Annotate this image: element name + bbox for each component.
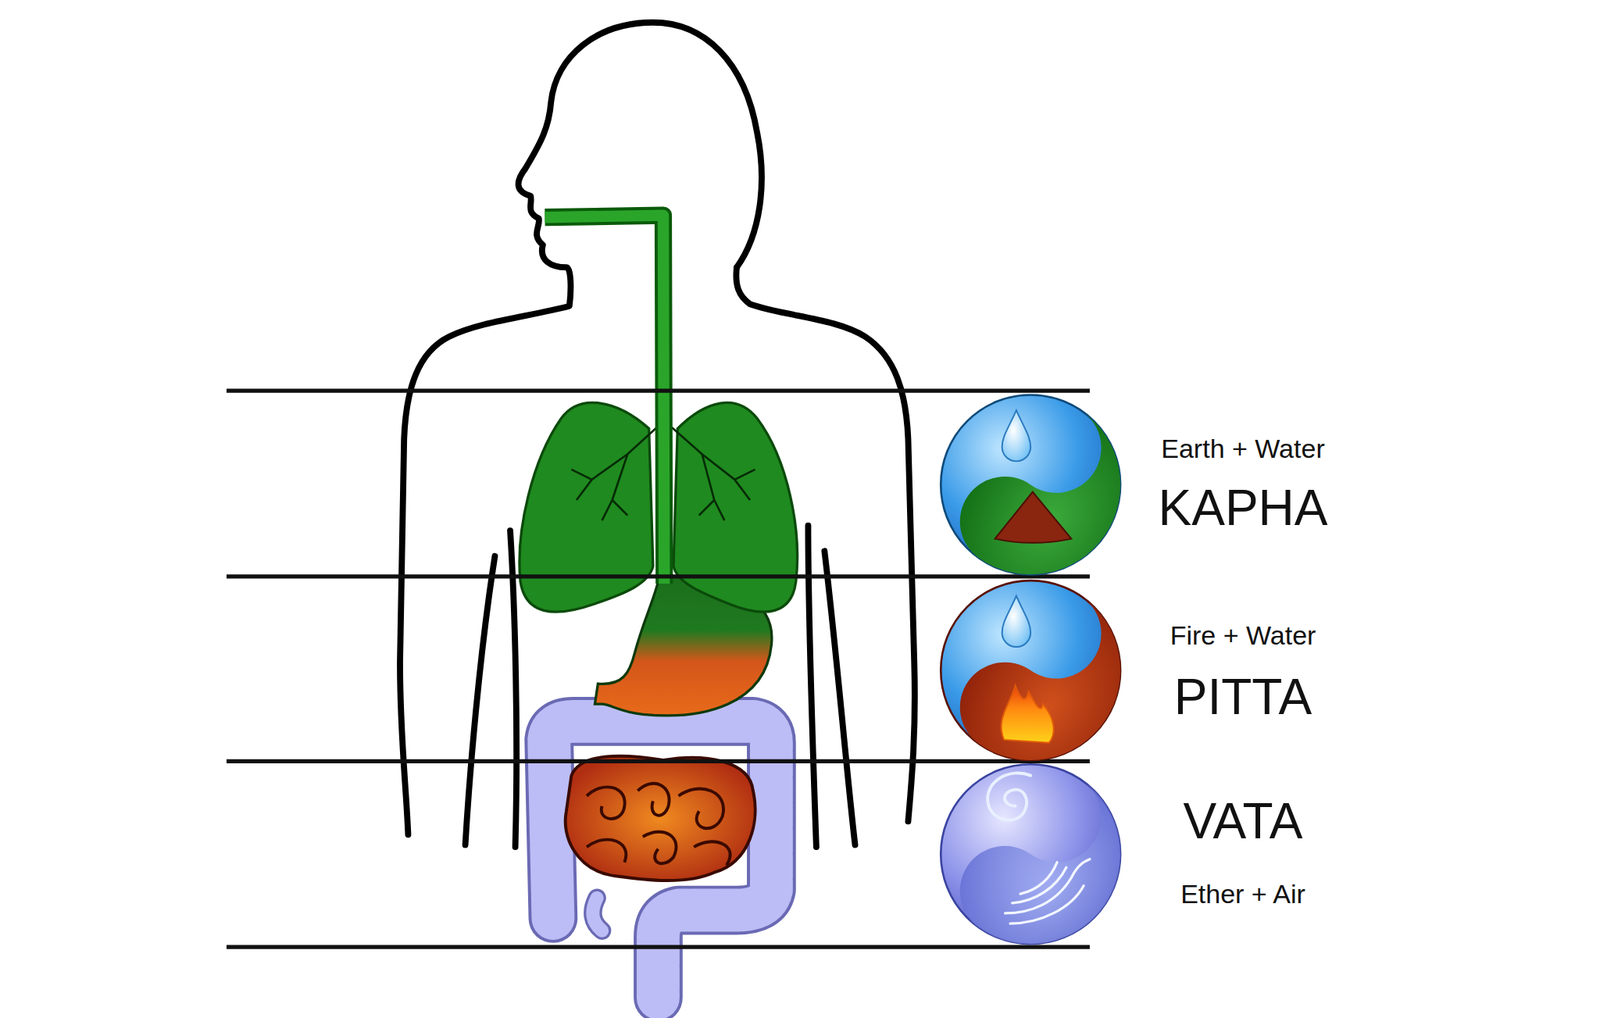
pitta-icon [940, 571, 1156, 796]
illustration-shape [586, 786, 625, 819]
illustration-shape [807, 525, 816, 847]
illustration-shape [226, 389, 1090, 393]
element-pair: Fire + Water [1170, 621, 1317, 650]
small-intestine [565, 756, 756, 881]
illustration-shape [1005, 859, 1090, 924]
illustration-shape [592, 897, 603, 931]
illustration-shape [544, 215, 665, 585]
illustration-shape [678, 789, 725, 829]
illustration-shape [544, 215, 665, 585]
dosha-name: PITTA [1174, 669, 1313, 725]
element-pair: Earth + Water [1160, 434, 1325, 464]
illustration-shape [942, 571, 1156, 796]
airway-tube [544, 215, 665, 585]
illustration-shape [586, 783, 731, 866]
illustration-shape [1005, 859, 1090, 914]
illustration-shape [226, 574, 1090, 579]
dosha-group: VATA Ether + Air [937, 764, 1407, 944]
kapha-icon [940, 385, 1156, 610]
illustration-shape [693, 841, 730, 865]
illustration-shape [226, 22, 1156, 999]
illustration-shape [592, 897, 603, 931]
illustration-shape [667, 423, 755, 521]
illustration-shape [1020, 862, 1058, 894]
illustration-shape [226, 944, 1090, 949]
illustration-shape [1002, 410, 1032, 461]
illustration-shape [642, 832, 677, 864]
illustration-shape [519, 402, 654, 612]
illustration-shape [586, 839, 626, 863]
illustration-shape [942, 754, 1156, 979]
illustration-shape [565, 756, 756, 881]
dosha-group: Earth + WaterKAPHA [937, 394, 1407, 575]
illustration-shape [226, 759, 1090, 764]
illustration-shape [1001, 685, 1054, 743]
illustration-shape [637, 783, 669, 816]
illustration-shape [673, 402, 798, 612]
dosha-name: VATA [1183, 793, 1304, 849]
illustration-shape [1010, 885, 1084, 924]
dosha-name: KAPHA [1158, 480, 1329, 536]
dosha-group: Fire + WaterPITTA [937, 580, 1407, 761]
illustration-shape [571, 423, 661, 521]
illustration-shape [942, 385, 1156, 610]
illustration-shape [465, 556, 496, 846]
vata-icon [940, 754, 1156, 979]
illustration-shape [1002, 596, 1032, 647]
illustration-shape [987, 773, 1031, 821]
element-pair: Ether + Air [1180, 879, 1306, 909]
illustration-shape [994, 492, 1072, 543]
illustration-shape [824, 550, 855, 845]
